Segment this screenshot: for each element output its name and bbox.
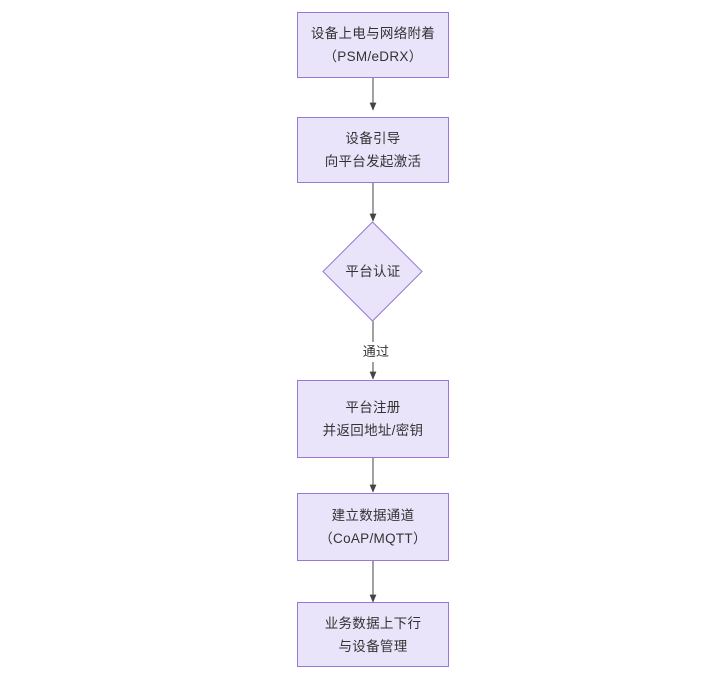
- node-label-line: 并返回地址/密钥: [322, 423, 424, 438]
- node-label-line: 业务数据上下行: [324, 615, 422, 631]
- node-label-line: （CoAP/MQTT）: [319, 531, 427, 546]
- node-label-line: 设备引导: [345, 131, 401, 146]
- node-label-line: 平台注册: [345, 400, 401, 415]
- node-label-line: 向平台发起激活: [324, 154, 422, 169]
- node-label-line: 建立数据通道: [331, 508, 415, 523]
- edge-label-text: 通过: [362, 344, 390, 359]
- node-power-on-network-attach[interactable]: 设备上电与网络附着 （PSM/eDRX）: [297, 12, 449, 78]
- node-label-line: （PSM/eDRX）: [323, 49, 423, 64]
- node-establish-data-channel[interactable]: 建立数据通道 （CoAP/MQTT）: [297, 493, 449, 561]
- node-platform-registration[interactable]: 平台注册 并返回地址/密钥: [297, 380, 449, 458]
- edge-label-pass: 通过: [355, 342, 397, 362]
- decision-label-platform-authentication: 平台认证: [322, 257, 424, 285]
- node-business-data-and-device-management[interactable]: 业务数据上下行 与设备管理: [297, 602, 449, 667]
- decision-label-text: 平台认证: [345, 263, 401, 279]
- node-label-line: 设备上电与网络附着: [310, 26, 436, 41]
- node-device-bootstrap-activation[interactable]: 设备引导 向平台发起激活: [297, 117, 449, 183]
- node-label-line: 与设备管理: [338, 638, 408, 654]
